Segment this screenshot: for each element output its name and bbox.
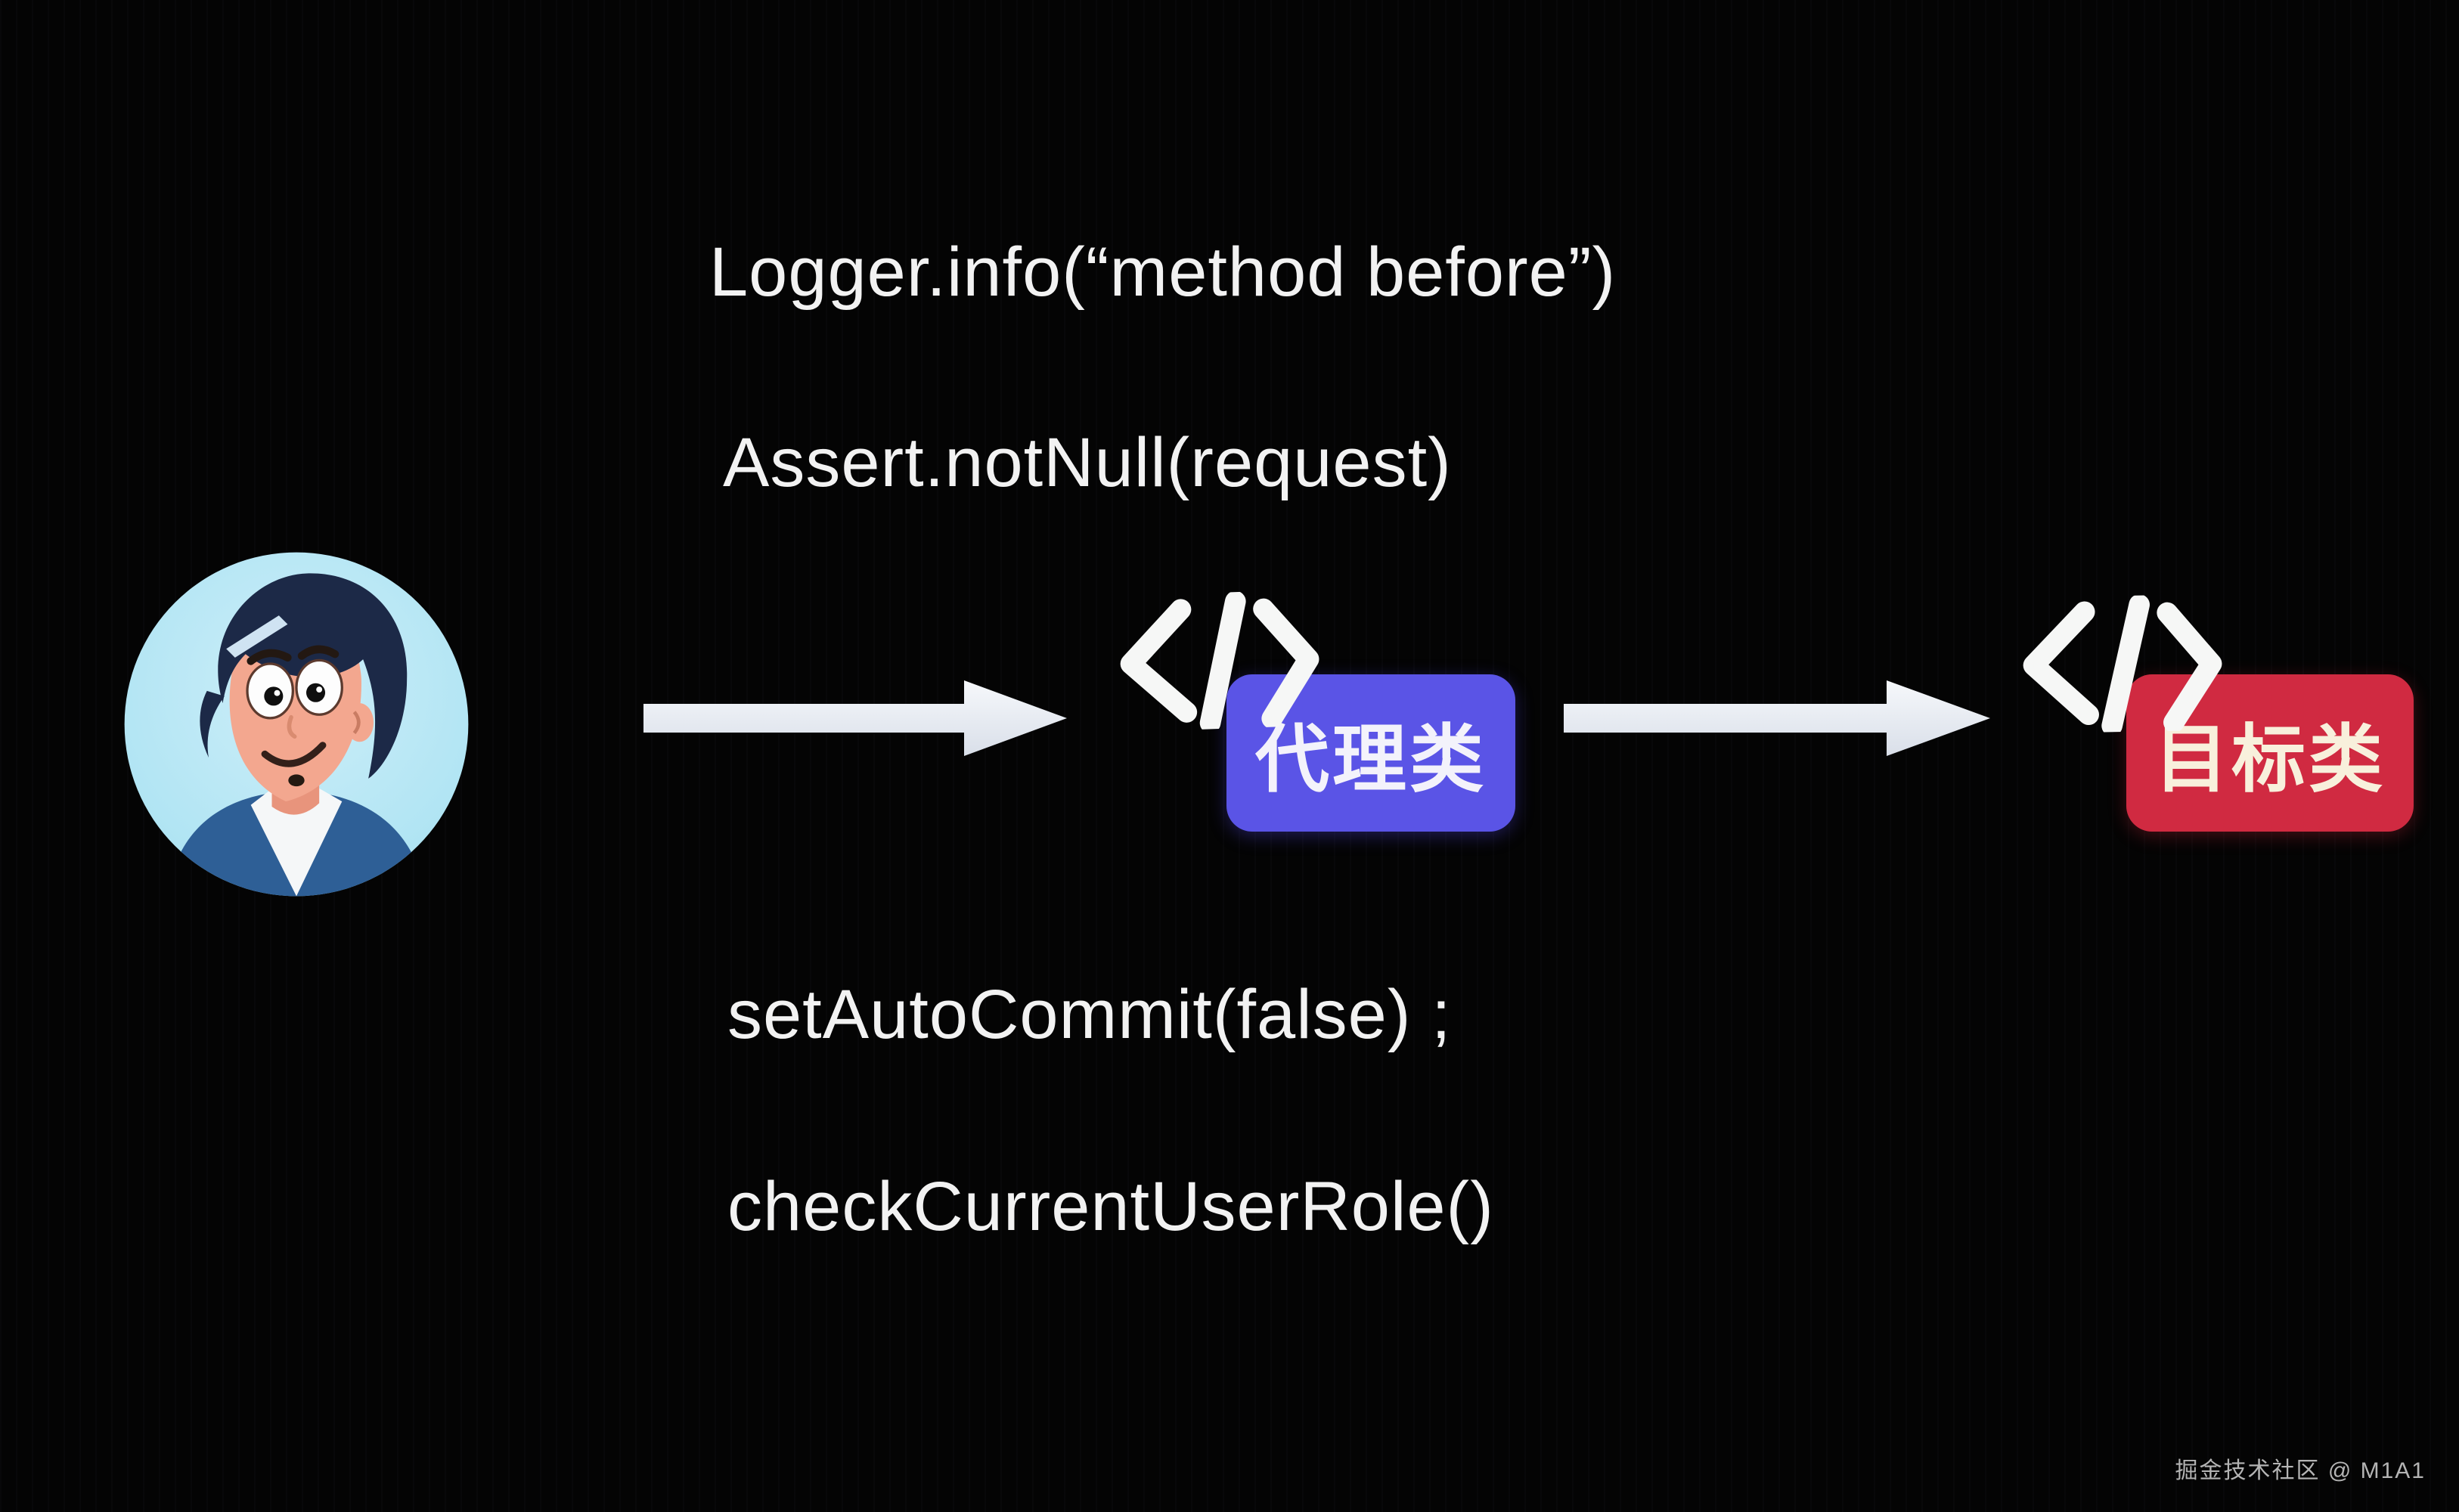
- target-class-badge: 目标类: [2126, 674, 2414, 832]
- man-avatar: [124, 552, 469, 897]
- proxy-class-badge: 代理类: [1226, 674, 1515, 832]
- before-call-assert-text: Assert.notNull(request): [723, 424, 1452, 501]
- dashed-divider-line: [1098, 44, 1104, 1467]
- after-call-autocommit-text: setAutoCommit(false) ;: [727, 976, 1452, 1053]
- proxy-class-label: 代理类: [1254, 717, 1487, 801]
- arrow-proxy-to-target: [1564, 680, 1990, 756]
- before-call-logger-text: Logger.info(“method before”): [709, 234, 1617, 311]
- watermark: 掘金技术社区 @ M1A1: [2175, 1458, 2426, 1483]
- arrow-caller-to-proxy: [643, 680, 1067, 756]
- target-class-label: 目标类: [2154, 717, 2386, 801]
- after-call-checkrole-text: checkCurrentUserRole(): [727, 1168, 1494, 1245]
- code-icon: [1120, 590, 1319, 733]
- code-icon: [2023, 594, 2222, 734]
